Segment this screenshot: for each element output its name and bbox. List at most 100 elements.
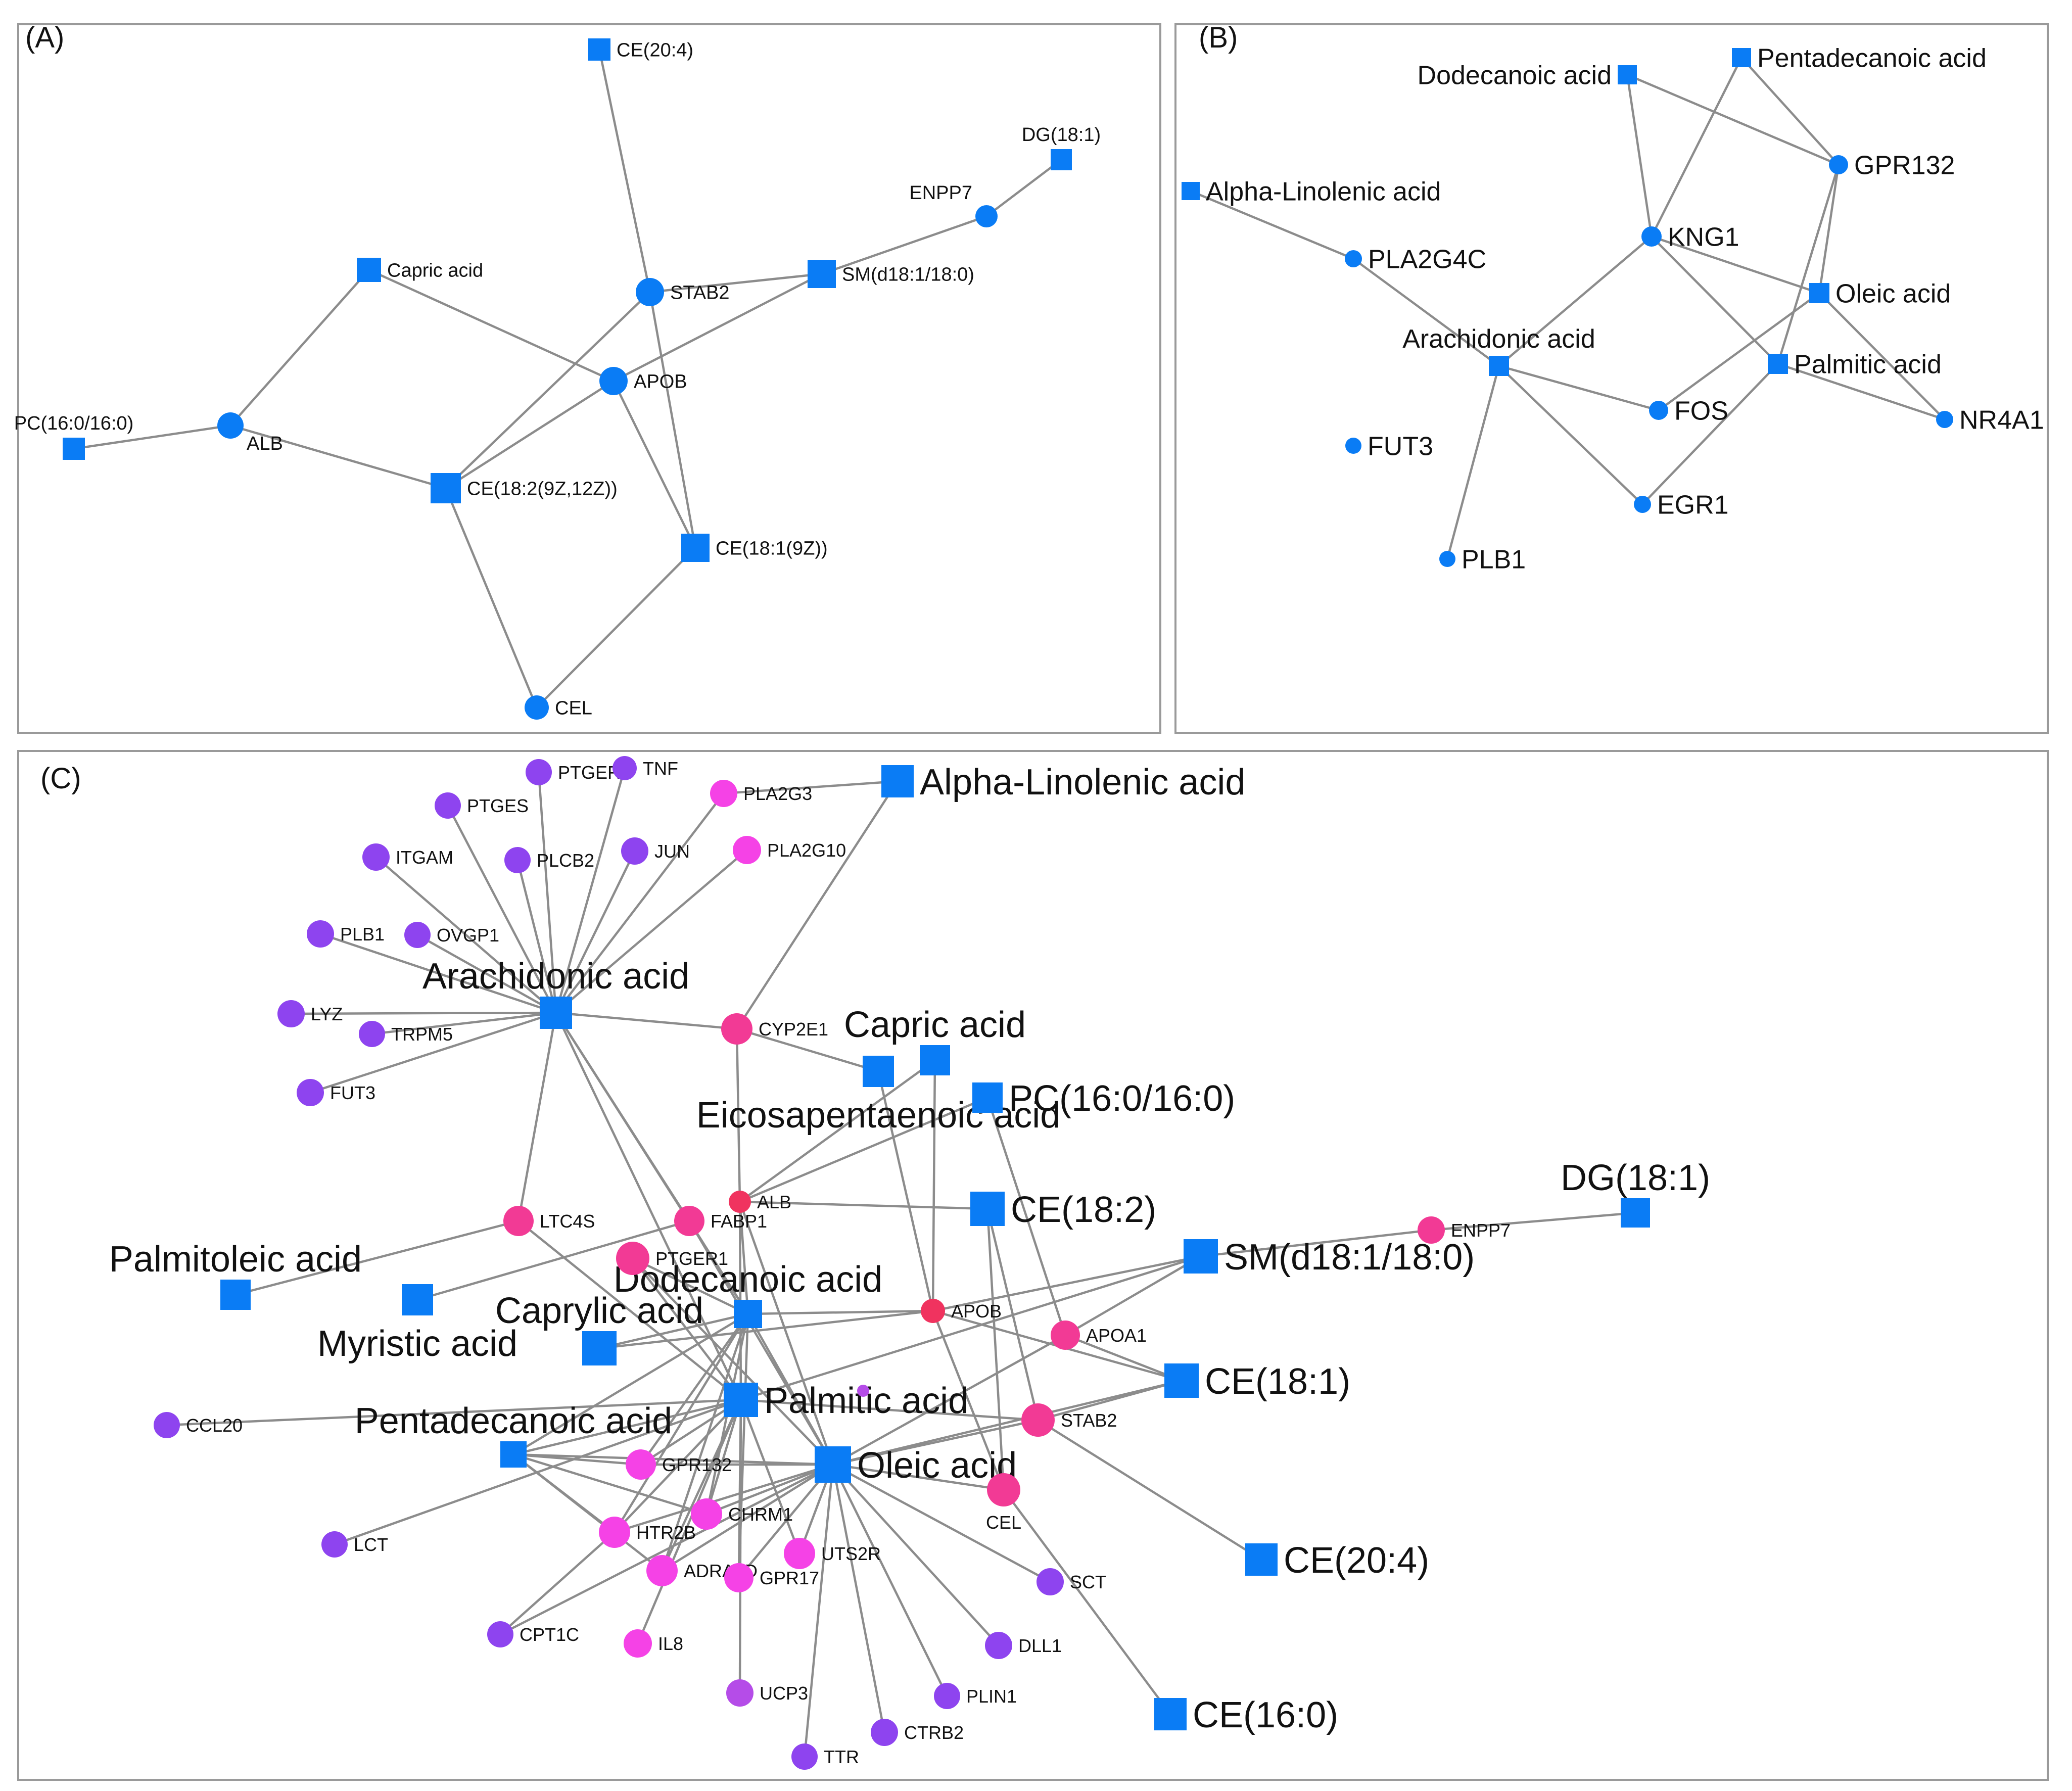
panel-c-node-apob-circle-marker	[921, 1299, 945, 1323]
panel-a-frame	[17, 23, 1161, 734]
panel-c-node-ucp3-circle-marker	[726, 1679, 754, 1707]
panel-b-node-fut3-circle-marker	[1345, 438, 1361, 454]
panel-b-node-ara-label: Arachidonic acid	[1402, 324, 1595, 354]
panel-c-node-epa-label: Eicosapentaenoic acid	[696, 1095, 1061, 1136]
panel-c-node-dodec-square-marker	[734, 1300, 762, 1328]
panel-a-node-capric-square-marker	[357, 258, 381, 282]
panel-c-node-sm-label: SM(d18:1/18:0)	[1224, 1237, 1475, 1278]
panel-b-edge-dodec-kng1	[1626, 74, 1653, 237]
panel-c-node-ucp3-label: UCP3	[760, 1683, 808, 1704]
panel-c-node-oleic-label: Oleic acid	[857, 1445, 1017, 1486]
panel-c-node-apoa1-label: APOA1	[1086, 1325, 1147, 1346]
panel-c-node-caprylic-square-marker	[582, 1331, 617, 1365]
panel-c-edge-oleic-htr2b	[614, 1463, 833, 1534]
panel-c-edge-capric-apob	[931, 1060, 936, 1311]
panel-b-node-fut3-label: FUT3	[1368, 432, 1433, 461]
panel-c-edge-palm-htr2b	[614, 1399, 742, 1533]
panel-c-node-cel-circle-marker	[987, 1473, 1020, 1506]
panel-b-node-ala-square-marker	[1182, 182, 1200, 200]
panel-a-edge-stab2-ce181	[648, 292, 697, 548]
panel-c-edge-capric-alb	[739, 1059, 936, 1203]
panel-c-edge-penta-chrm1	[513, 1453, 707, 1516]
panel-c-edge-oleic-ttr	[803, 1464, 834, 1757]
panel-c-node-uts2r-label: UTS2R	[821, 1543, 881, 1564]
panel-a-node-ce182-label: CE(18:2(9Z,12Z))	[467, 479, 618, 500]
panel-a-node-dg181-square-marker	[1051, 149, 1072, 170]
panel-c-edge-pc-alb	[739, 1096, 988, 1203]
panel-c-edge-ara-lyz	[291, 1011, 556, 1015]
panel-c-edge-ara-jun	[554, 851, 636, 1013]
panel-a-edge-enpp7-sm	[821, 215, 987, 275]
panel-b-edge-kng1-oleic	[1651, 235, 1820, 295]
panel-c-node-ptger1-label: PTGER1	[655, 1248, 728, 1269]
panel-c-node-gpr132-circle-marker	[626, 1449, 656, 1480]
panel-b-node-ala-label: Alpha-Linolenic acid	[1206, 177, 1441, 207]
panel-b-edge-pla2g4c-ara	[1352, 258, 1500, 367]
panel-a-edges	[73, 49, 1062, 709]
panel-c-node-capric-label: Capric acid	[844, 1005, 1026, 1045]
panel-c-edge-ltc4s-palm	[517, 1220, 742, 1401]
panel-a-edge-stab2-ce182	[445, 291, 651, 489]
panel-c-edge-palm-ccl20	[166, 1398, 741, 1427]
panel-c-node-htr2b-label: HTR2B	[636, 1522, 696, 1543]
panel-c-edge-palm-ucp3	[738, 1399, 742, 1693]
panel-c-node-lct-circle-marker	[321, 1531, 348, 1558]
panel-b-node-dodec-label: Dodecanoic acid	[1418, 61, 1612, 90]
panel-b-edge-gpr132-palm	[1776, 164, 1840, 364]
panel-c-node-enpp7-label: ENPP7	[1451, 1220, 1511, 1241]
panel-c-node-plcb2-label: PLCB2	[537, 850, 594, 871]
panel-c-node-cyp2e1-label: CYP2E1	[759, 1019, 828, 1040]
panel-c-node-ctrb2-circle-marker	[871, 1719, 898, 1746]
panel-c-node-trpm5-label: TRPM5	[391, 1024, 453, 1045]
panel-c-edge-enpp7-dg181	[1431, 1211, 1636, 1232]
panel-a-node-alb-circle-marker	[217, 412, 244, 439]
panel-b-edge-palm-nr4a1	[1777, 362, 1945, 421]
panel-b-edge-kng1-palm	[1651, 235, 1779, 365]
panel-c-node-stab2-circle-marker	[1021, 1403, 1055, 1437]
panel-b-node-pla2g4c-label: PLA2G4C	[1368, 245, 1486, 274]
panel-c-node-palm-square-marker	[724, 1383, 758, 1417]
panel-c-node-oleic-square-marker	[815, 1446, 851, 1483]
panel-c-node-tnf-circle-marker	[613, 756, 637, 780]
panel-b-edge-penta-kng1	[1650, 57, 1743, 238]
panel-b-node-palm-square-marker	[1768, 354, 1788, 374]
panel-b-edge-dodec-gpr132	[1627, 73, 1839, 166]
panel-c-edge-ara-pla2g3	[555, 792, 725, 1014]
panel-a-node-capric-label: Capric acid	[387, 260, 483, 281]
panel-c-node-caprylic-label: Caprylic acid	[495, 1291, 703, 1331]
panel-a-node-enpp7-label: ENPP7	[909, 182, 972, 204]
panel-c-node-stab2-label: STAB2	[1061, 1410, 1117, 1431]
panel-c-node-plin1-circle-marker	[934, 1683, 960, 1709]
panel-c-edge-oleic-cel	[832, 1463, 1004, 1491]
panel-b-node-penta-label: Pentadecanoic acid	[1757, 44, 1987, 73]
panel-c-edge-oleic-cpt1c	[499, 1463, 834, 1636]
panel-c-edge-ara-fut3	[310, 1011, 556, 1094]
panel-c-edge-oleic-gpr17	[738, 1464, 834, 1579]
panel-b-node-egr1-label: EGR1	[1657, 491, 1729, 520]
panel-a-edge-ce181-cel	[536, 547, 696, 709]
panel-c-node-plb1-label: PLB1	[340, 924, 385, 945]
panel-b-edge-gpr132-oleic	[1818, 164, 1840, 294]
panel-c-edge-sm-palm	[740, 1255, 1201, 1401]
panel-c-node-ce182-label: CE(18:2)	[1011, 1190, 1156, 1230]
panel-b-edge-kng1-ara	[1498, 235, 1653, 367]
panel-a-edge-capric-alb	[229, 269, 370, 427]
panel-c-node-cpt1c-label: CPT1C	[520, 1624, 579, 1645]
panel-c-edge-pc-apoa1	[986, 1097, 1067, 1336]
panel-a-node-pc-square-marker	[63, 438, 85, 460]
panel-b-node-penta-square-marker	[1732, 48, 1751, 67]
panel-c-edge-ce182-cel	[986, 1208, 1005, 1490]
panel-c-node-ctrb2-label: CTRB2	[904, 1722, 964, 1743]
panel-c-node-ptger1-circle-marker	[616, 1242, 649, 1275]
panel-c-node-dll1-circle-marker	[985, 1632, 1012, 1659]
panel-b-node-kng1-circle-marker	[1641, 226, 1662, 247]
panel-c-edge-caprylic-apob	[599, 1309, 933, 1350]
panel-c-edge-ara-trpm5	[371, 1011, 556, 1035]
panel-c-edge-sm-enpp7	[1200, 1229, 1432, 1258]
panel-b-edge-oleic-fos	[1658, 292, 1820, 411]
panel-b-node-fos-circle-marker	[1649, 401, 1668, 420]
